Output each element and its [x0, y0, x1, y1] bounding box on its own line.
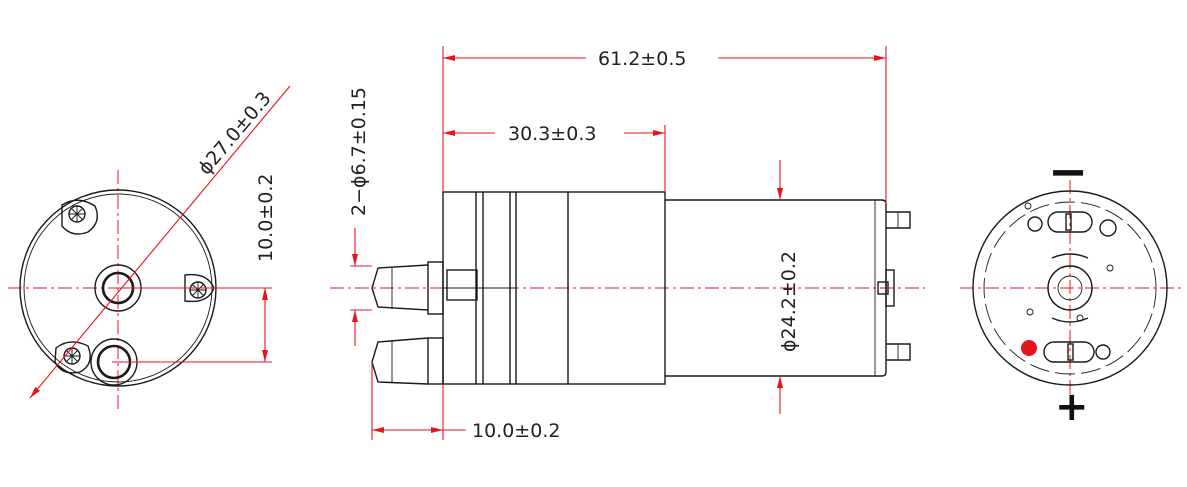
rear-brush-arc-bottom: [1051, 317, 1089, 323]
rear-body-outline: [972, 190, 1168, 386]
front-diameter-label: ϕ27.0±0.3: [194, 88, 276, 179]
side-view: [330, 46, 925, 440]
positive-terminal-sign: +: [1055, 384, 1089, 430]
total-length-label: 61.2±0.5: [598, 48, 686, 70]
rear-brush-arc-top: [1051, 253, 1089, 259]
rear-hole-top-right: [1099, 219, 1117, 237]
rear-bearing-boss: [1047, 265, 1093, 311]
nozzle-bottom-base: [427, 337, 444, 385]
nozzle-bottom: [371, 337, 429, 385]
rear-terminal-slot-bottom: [1043, 341, 1095, 363]
motor-diameter-label: ϕ24.2±0.2: [778, 251, 800, 352]
rear-pin-top-left: [1024, 202, 1032, 210]
screw-top-left-hatch: [69, 206, 85, 222]
screw-right-hatch: [190, 282, 206, 298]
port-diameter-label: 2−ϕ6.7±0.15: [348, 87, 370, 216]
rear-pin-bottom: [1076, 314, 1084, 322]
negative-terminal-sign: −: [1048, 144, 1088, 200]
front-view: [8, 85, 291, 410]
motor-shaft-tip: [877, 281, 889, 295]
motor-shaft-bearing: [885, 269, 895, 307]
offset-label: 10.0±0.2: [255, 174, 277, 262]
screw-bottom-left-hatch: [64, 348, 80, 364]
rear-terminal-slot-top: [1047, 211, 1093, 233]
nozzle-top-base: [427, 261, 444, 315]
rear-hole-top-left: [1027, 216, 1043, 232]
head-length-label: 30.3±0.3: [508, 123, 596, 145]
rear-hole-bottom-right: [1095, 344, 1111, 360]
rear-pin-right: [1106, 264, 1114, 272]
front-boss-bottom-left: [54, 341, 91, 374]
rear-end-cap-rim: [983, 201, 1157, 375]
rear-terminal-blade-bottom: [1067, 343, 1074, 361]
rear-pin-left: [1026, 308, 1034, 316]
rear-terminal-blade-top: [1065, 213, 1072, 231]
diameter-leader-line: [29, 85, 291, 399]
rear-bearing-inner: [1057, 275, 1083, 301]
pump-head-clamp: [446, 269, 478, 301]
front-boss-top-left: [61, 199, 98, 235]
nozzle-length-label: 10.0±0.2: [472, 420, 560, 442]
positive-terminal-marker: [1021, 340, 1037, 356]
nozzle-top: [371, 264, 429, 311]
rear-view: [960, 180, 1182, 395]
